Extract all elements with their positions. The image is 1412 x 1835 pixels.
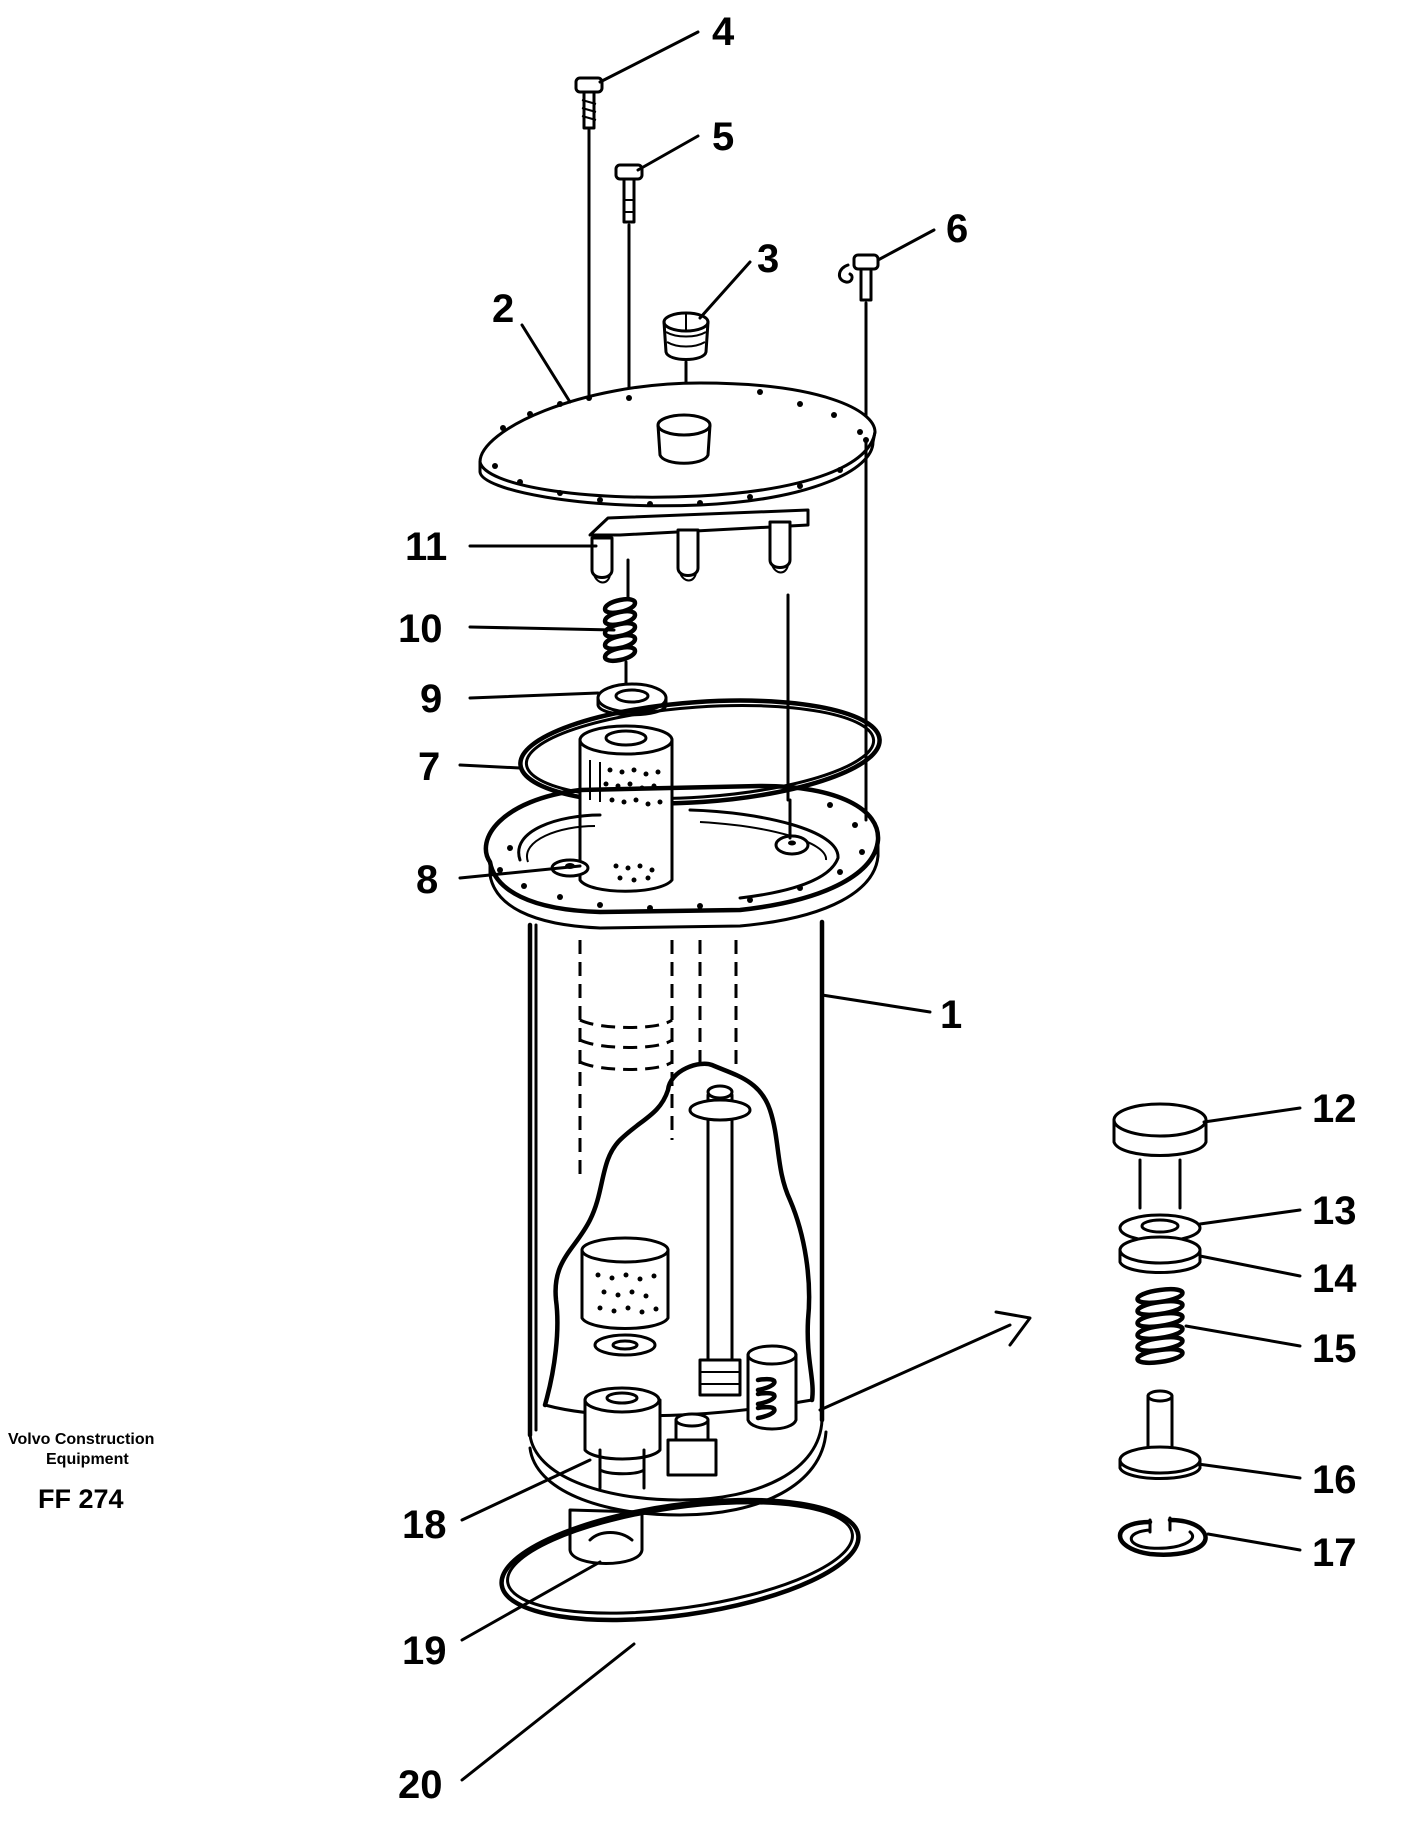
figure-code: FF 274 xyxy=(38,1484,124,1514)
callout-5: 5 xyxy=(712,115,734,159)
callout-12: 12 xyxy=(1312,1087,1357,1131)
bracket-11 xyxy=(588,508,810,584)
callout-10: 10 xyxy=(398,607,443,651)
leader-lines xyxy=(458,30,1302,1782)
credit-block: Volvo Construction Equipment FF 274 xyxy=(8,1431,154,1514)
housing-flange-8 xyxy=(483,438,881,930)
screw-5 xyxy=(614,163,644,400)
callout-16: 16 xyxy=(1312,1458,1357,1502)
callout-1: 1 xyxy=(940,993,962,1037)
gasket-20 xyxy=(499,1497,861,1623)
callout-labels: 4 5 3 6 2 11 10 9 7 8 1 12 13 14 15 16 1… xyxy=(398,10,1357,1807)
callout-14: 14 xyxy=(1312,1257,1357,1301)
cutaway-view xyxy=(542,1061,815,1490)
cover-plate-2 xyxy=(478,381,877,508)
callout-15: 15 xyxy=(1312,1327,1357,1371)
washer-13 xyxy=(1118,1213,1202,1243)
callout-8: 8 xyxy=(416,858,438,902)
callout-6: 6 xyxy=(946,207,968,251)
callout-17: 17 xyxy=(1312,1531,1357,1575)
filter-element-upper xyxy=(578,724,674,893)
callout-3: 3 xyxy=(757,237,779,281)
callout-19: 19 xyxy=(402,1629,447,1673)
housing-body-1 xyxy=(527,919,825,1438)
callout-20: 20 xyxy=(398,1763,443,1807)
washer-14 xyxy=(1118,1235,1202,1274)
callout-2: 2 xyxy=(492,287,514,331)
valve-cap-12 xyxy=(1112,1102,1208,1210)
callout-13: 13 xyxy=(1312,1189,1357,1233)
o-ring-7 xyxy=(518,698,882,806)
spring-15 xyxy=(1135,1286,1185,1366)
credit-line-2: Equipment xyxy=(46,1451,129,1468)
callout-11: 11 xyxy=(405,525,447,569)
callout-18: 18 xyxy=(402,1503,447,1547)
plug-3 xyxy=(662,311,710,422)
snap-ring-17 xyxy=(1117,1516,1208,1557)
valve-seat-16 xyxy=(1118,1389,1202,1480)
callout-4: 4 xyxy=(712,10,735,54)
callout-9: 9 xyxy=(420,677,442,721)
callout-7: 7 xyxy=(418,745,440,789)
detail-arrow xyxy=(818,1310,1032,1412)
credit-line-1: Volvo Construction xyxy=(8,1431,154,1448)
screw-4 xyxy=(574,76,604,400)
